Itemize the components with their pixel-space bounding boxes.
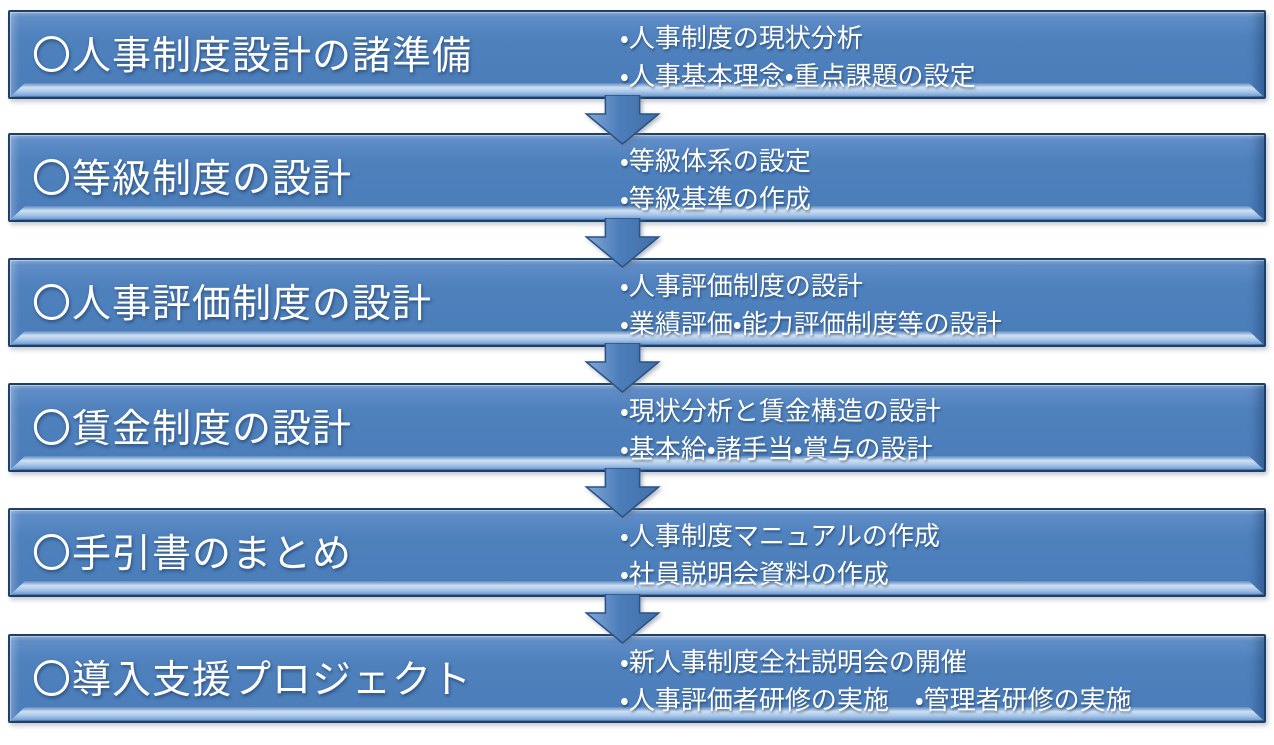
step-details: ・人事制度マニュアルの作成 ・社員説明会資料の作成 [620, 517, 940, 593]
step-title: 〇人事評価制度の設計 [32, 282, 433, 326]
down-arrow-icon [575, 95, 670, 145]
step-detail-line: ・人事評価制度の設計 [620, 271, 863, 301]
step-detail-line: ・新人事制度全社説明会の開催 [620, 647, 967, 677]
step-details: ・等級体系の設定 ・等級基準の作成 [620, 142, 811, 218]
step-details: ・新人事制度全社説明会の開催 ・人事評価者研修の実施 ・管理者研修の実施 [620, 643, 1132, 719]
step-detail-line: ・現状分析と賃金構造の設計 [620, 396, 941, 426]
step-title: 〇手引書のまとめ [32, 532, 353, 576]
step-details: ・人事評価制度の設計 ・業績評価・能力評価制度等の設計 [620, 267, 1002, 343]
step-title: 〇等級制度の設計 [32, 157, 353, 201]
step-detail-line: ・基本給・諸手当・賞与の設計 [620, 434, 933, 464]
step-title: 〇人事制度設計の諸準備 [32, 34, 473, 78]
step-details: ・現状分析と賃金構造の設計 ・基本給・諸手当・賞与の設計 [620, 392, 941, 468]
process-step: 〇人事制度設計の諸準備 ・人事制度の現状分析 ・人事基本理念・重点課題の設定 [8, 10, 1266, 99]
step-details: ・人事制度の現状分析 ・人事基本理念・重点課題の設定 [620, 19, 976, 95]
step-title: 〇賃金制度の設計 [32, 407, 353, 451]
down-arrow-icon [575, 594, 670, 644]
process-step: 〇人事評価制度の設計 ・人事評価制度の設計 ・業績評価・能力評価制度等の設計 [8, 258, 1266, 347]
step-detail-line: ・等級体系の設定 [620, 146, 811, 176]
step-detail-line: ・等級基準の作成 [620, 184, 811, 214]
down-arrow-icon [575, 218, 670, 268]
step-detail-line: ・社員説明会資料の作成 [620, 559, 889, 589]
process-step: 〇等級制度の設計 ・等級体系の設定 ・等級基準の作成 [8, 133, 1266, 222]
process-step: 〇手引書のまとめ ・人事制度マニュアルの作成 ・社員説明会資料の作成 [8, 508, 1266, 597]
down-arrow-icon [575, 468, 670, 518]
step-title: 〇導入支援プロジェクト [32, 658, 473, 702]
step-detail-line: ・業績評価・能力評価制度等の設計 [620, 309, 1002, 339]
step-detail-line: ・人事評価者研修の実施 ・管理者研修の実施 [620, 685, 1132, 715]
step-detail-line: ・人事基本理念・重点課題の設定 [620, 61, 976, 91]
down-arrow-icon [575, 343, 670, 393]
process-step: 〇賃金制度の設計 ・現状分析と賃金構造の設計 ・基本給・諸手当・賞与の設計 [8, 383, 1266, 472]
step-detail-line: ・人事制度の現状分析 [620, 23, 863, 53]
step-detail-line: ・人事制度マニュアルの作成 [620, 521, 941, 551]
process-step: 〇導入支援プロジェクト ・新人事制度全社説明会の開催 ・人事評価者研修の実施 ・… [8, 634, 1266, 723]
